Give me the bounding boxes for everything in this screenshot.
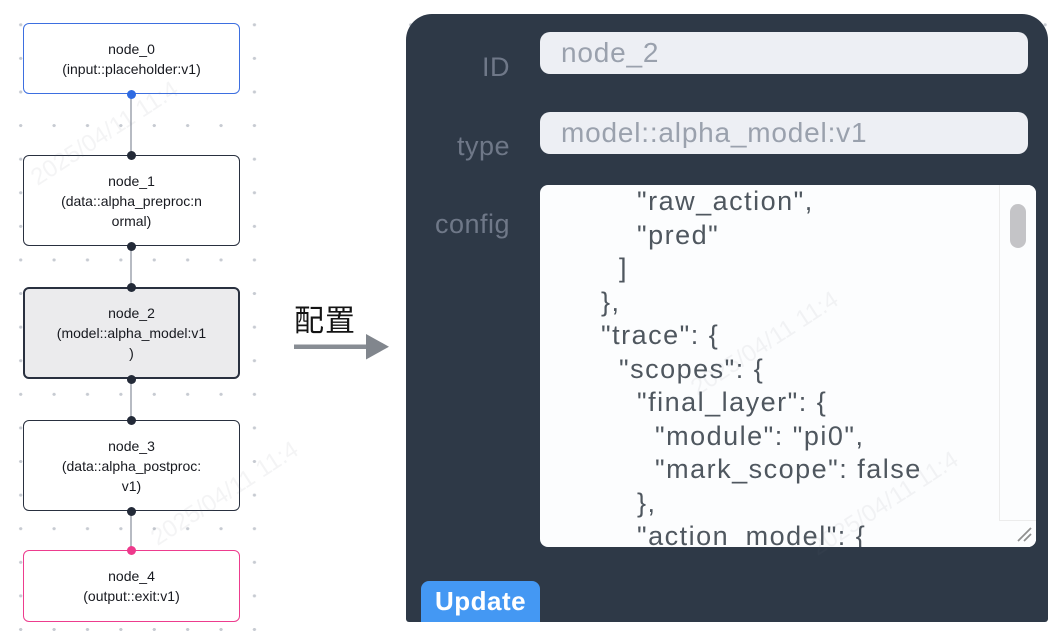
edge-node3-node4[interactable] [130, 511, 132, 550]
config-scrollbar-corner [999, 520, 1036, 547]
node-title: node_4 [108, 568, 155, 584]
node-title: node_0 [108, 40, 155, 57]
flow-node-node_1[interactable]: node_1 (data::alpha_preproc:n ormal) [23, 155, 240, 246]
edge-node1-node2[interactable] [130, 246, 132, 287]
target-handle-icon-node4[interactable] [126, 545, 136, 555]
source-handle-icon-node1[interactable] [126, 241, 136, 251]
node-title: node_1 [108, 172, 155, 189]
flow-node-node_4[interactable]: node_4 (output::exit:v1) [23, 550, 240, 622]
edge-node0-node1[interactable] [130, 94, 132, 155]
type-input[interactable] [540, 112, 1028, 154]
edge-node2-node3[interactable] [130, 379, 132, 420]
config-field-label: config [434, 209, 510, 239]
node-title: node_3 [108, 437, 155, 454]
node-subtitle: ) [129, 345, 134, 361]
flow-node-node_3[interactable]: node_3 (data::alpha_postproc: v1) [23, 420, 240, 511]
source-handle-icon-node3[interactable] [126, 506, 136, 516]
target-handle-icon-node2[interactable] [126, 282, 136, 292]
right-arrow-icon [294, 334, 389, 360]
config-scrollbar-track[interactable] [999, 185, 1036, 547]
node-subtitle: (input::placeholder:v1) [62, 60, 201, 77]
target-handle-icon-node3[interactable] [126, 415, 136, 425]
flow-node-node_0[interactable]: node_0 (input::placeholder:v1) [23, 23, 240, 94]
node-title: node_2 [108, 305, 155, 321]
configure-label: 配置 [294, 305, 356, 338]
node-subtitle: (model::alpha_model:v1 [56, 325, 207, 341]
flow-node-node_2-selected[interactable]: node_2 (model::alpha_model:v1 ) [23, 287, 240, 379]
id-field-label: ID [482, 52, 510, 82]
update-button[interactable]: Update [421, 581, 540, 622]
config-scrollbar-thumb[interactable] [1010, 204, 1026, 248]
node-subtitle: (data::alpha_postproc: [61, 457, 202, 474]
resize-handle-icon[interactable] [1014, 524, 1034, 544]
type-field-label: type [456, 131, 510, 161]
target-handle-icon-node1[interactable] [126, 150, 136, 160]
config-textarea[interactable]: "raw_action", "pred" ] }, "trace": { "sc… [540, 185, 1036, 547]
source-handle-icon-node2[interactable] [126, 374, 136, 384]
node-subtitle: (output::exit:v1) [83, 588, 180, 604]
node-subtitle: ormal) [111, 212, 152, 229]
node-subtitle: v1) [121, 477, 142, 494]
config-json-text: "raw_action", "pred" ] }, "trace": { "sc… [601, 186, 922, 547]
id-input[interactable] [540, 32, 1028, 74]
source-handle-icon-node0[interactable] [126, 89, 136, 99]
node-config-panel: ID type config "raw_action", "pred" ] },… [406, 14, 1048, 622]
node-subtitle: (data::alpha_preproc:n [61, 192, 202, 209]
